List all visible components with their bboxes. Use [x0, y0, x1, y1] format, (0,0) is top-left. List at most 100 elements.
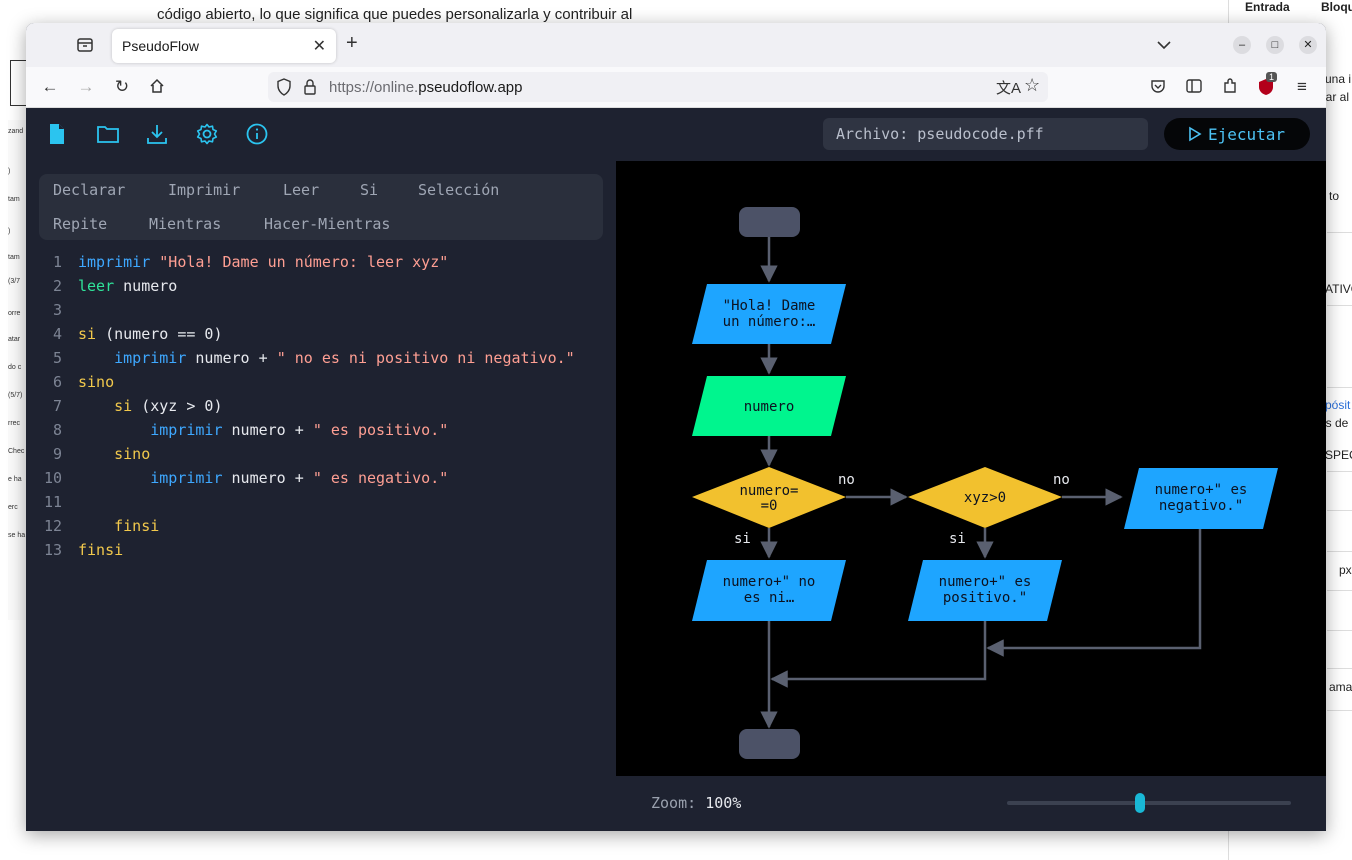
minimize-icon[interactable]: –: [1233, 36, 1251, 54]
close-window-icon[interactable]: ✕: [1299, 36, 1317, 54]
browser-tab[interactable]: PseudoFlow ✕: [112, 29, 336, 63]
background-divider: [1327, 387, 1352, 388]
code-token: [78, 349, 114, 367]
code-token: " es negativo.": [312, 469, 449, 487]
read-block-numero[interactable]: [692, 376, 846, 436]
palette-item-repite[interactable]: Repite: [53, 215, 108, 233]
url-bar[interactable]: https://online.pseudoflow.app 文A ☆: [268, 72, 1048, 102]
decision-xyz-positive[interactable]: [908, 467, 1062, 528]
maximize-icon[interactable]: □: [1266, 36, 1284, 54]
forward-icon[interactable]: →: [77, 77, 95, 96]
palette-item-mientras[interactable]: Mientras: [149, 215, 222, 233]
open-folder-icon[interactable]: [96, 123, 119, 145]
menu-icon[interactable]: ≡: [1297, 77, 1307, 96]
background-fragment: se ha: [8, 532, 26, 539]
palette-item-seleccion[interactable]: Selección: [418, 181, 500, 199]
extensions-icon[interactable]: [1220, 77, 1240, 97]
lock-icon[interactable]: [303, 78, 317, 101]
line-number: 10: [43, 469, 62, 487]
palette-item-hacer-mientras[interactable]: Hacer-Mientras: [264, 215, 391, 233]
background-fragment: rrec: [8, 420, 21, 427]
background-fragment: to: [1329, 189, 1340, 203]
palette-item-imprimir[interactable]: Imprimir: [168, 181, 241, 199]
browser-navbar: ← → ↻ https://online.pseudoflow.app 文A ☆: [26, 67, 1326, 108]
zoom-label: Zoom:: [651, 794, 697, 812]
code-token: numero +: [222, 421, 313, 439]
code-token: sino: [78, 373, 115, 391]
background-divider: [1327, 590, 1352, 591]
flowchart-svg: "Hola! Dame un número:… numero numero= =…: [692, 207, 1278, 759]
extension-badge: 1: [1266, 72, 1278, 82]
zoom-slider-track[interactable]: [1007, 801, 1291, 805]
background-divider: [1327, 630, 1352, 631]
code-token: imprimir: [150, 469, 223, 487]
palette-item-declarar[interactable]: Declarar: [53, 181, 126, 199]
label-no-decision1: no: [838, 472, 855, 488]
label-si-decision1: si: [734, 531, 751, 547]
background-fragment: es de: [1319, 416, 1349, 430]
back-icon[interactable]: ←: [41, 77, 59, 96]
reload-icon[interactable]: ↻: [114, 77, 130, 96]
ublock-icon[interactable]: 1: [1256, 72, 1278, 97]
code-token: imprimir: [78, 253, 151, 271]
pocket-icon[interactable]: [1148, 77, 1168, 97]
play-icon: [1189, 126, 1202, 142]
background-fragment: erc: [8, 504, 18, 511]
print-zero-line1: numero+" no: [723, 574, 816, 590]
print-block-negative[interactable]: [1124, 468, 1278, 529]
line-number: 6: [52, 373, 62, 391]
gear-icon[interactable]: [196, 123, 218, 145]
bookmark-star-icon[interactable]: ☆: [1024, 75, 1041, 95]
zoom-readout: Zoom: 100%: [651, 794, 741, 812]
zoom-slider-thumb[interactable]: [1135, 793, 1146, 813]
chevron-down-icon[interactable]: [1154, 35, 1174, 55]
code-token: finsi: [78, 541, 124, 559]
code-text: imprimir numero + " no es ni positivo ni…: [78, 349, 575, 367]
code-text: sino: [78, 445, 150, 463]
background-fragment: tam: [8, 254, 20, 261]
new-file-icon[interactable]: [46, 123, 68, 145]
line-number: 8: [52, 421, 62, 439]
code-text: imprimir numero + " es negativo.": [78, 469, 448, 487]
print-block-greeting[interactable]: [692, 284, 846, 344]
code-token: numero +: [222, 469, 313, 487]
code-token: [78, 517, 114, 535]
code-token: [150, 253, 159, 271]
start-terminal[interactable]: [739, 207, 800, 237]
translate-icon[interactable]: 文A: [996, 80, 1022, 97]
zoom-value: 100%: [705, 794, 742, 812]
end-terminal[interactable]: [739, 729, 800, 759]
close-tab-icon[interactable]: ✕: [312, 38, 326, 55]
background-fragment: amañ: [1329, 680, 1352, 694]
file-name-field[interactable]: Archivo: pseudocode.pff: [823, 118, 1148, 150]
print-block-zero[interactable]: [692, 560, 846, 621]
label-si-decision2: si: [949, 531, 966, 547]
line-number: 11: [43, 493, 62, 511]
download-icon[interactable]: [146, 123, 168, 145]
background-divider: [1327, 471, 1352, 472]
print-zero-line2: es ni…: [744, 590, 795, 606]
line-number: 7: [52, 397, 62, 415]
palette-item-si[interactable]: Si: [360, 181, 379, 199]
print-block-positive[interactable]: [908, 560, 1062, 621]
decision-numero-zero[interactable]: [692, 467, 846, 528]
run-button-label: Ejecutar: [1208, 125, 1286, 144]
run-button[interactable]: Ejecutar: [1164, 118, 1310, 150]
code-text: si (xyz > 0): [78, 397, 222, 415]
info-icon[interactable]: [246, 123, 268, 145]
shield-icon[interactable]: [276, 78, 292, 101]
line-number: 13: [43, 541, 62, 559]
background-fragment: zand: [8, 128, 24, 135]
new-tab-icon[interactable]: +: [346, 32, 358, 54]
code-token: imprimir: [114, 349, 187, 367]
background-fragment: atar: [8, 336, 21, 343]
code-text: leer numero: [78, 277, 177, 295]
flowchart-canvas[interactable]: "Hola! Dame un número:… numero numero= =…: [616, 161, 1326, 776]
tab-list-icon[interactable]: [76, 36, 94, 54]
home-icon[interactable]: [147, 77, 167, 97]
sidebar-icon[interactable]: [1184, 77, 1204, 97]
background-fragment: pósit: [1325, 398, 1351, 412]
palette-item-leer[interactable]: Leer: [283, 181, 320, 199]
background-tab: Bloque: [1321, 0, 1352, 14]
